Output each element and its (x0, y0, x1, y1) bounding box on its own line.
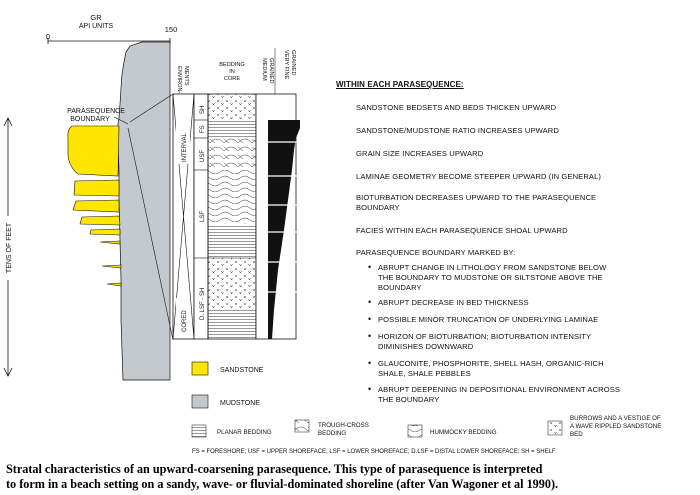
legend-burrows-swatch (547, 420, 563, 436)
env-dlsf: D. LSF - SH (200, 288, 206, 320)
legend-trough-label-1: TROUGH-CROSS (318, 422, 369, 429)
cored-label: CORED (182, 310, 188, 332)
feet-axis-label: TENS OF FEET (6, 222, 13, 273)
bullet-5: • (368, 358, 372, 368)
boundary-pointer (113, 116, 129, 125)
header-medium-1: MEDIUM (261, 58, 267, 81)
bullet-1-line3: BOUNDARY (378, 283, 422, 292)
bullet-2: • (368, 297, 372, 307)
header-bedding-1: BEDDING (219, 62, 245, 68)
bullet-4: • (368, 331, 372, 341)
bullet-3: • (368, 314, 372, 324)
bullet-4-line1: HORIZON OF BIOTURBATION; BIOTURBATION IN… (378, 332, 592, 341)
gr-label: GR (90, 13, 102, 22)
right-item-5-line2: BOUNDARY (356, 203, 400, 212)
bedding-column (207, 93, 257, 340)
legend-sandstone-swatch (191, 361, 209, 376)
right-item-6: FACIES WITHIN EACH PARASEQUENCE SHOAL UP… (356, 226, 568, 235)
legend-burrows-label-3: BED (570, 431, 583, 438)
header-environments-2: MENTS (183, 66, 189, 86)
bullet-6: • (368, 384, 372, 394)
right-item-3: GRAIN SIZE INCREASES UPWARD (356, 149, 484, 158)
caption-line-1: Stratal characteristics of an upward-coa… (6, 462, 543, 476)
legend-hummocky-label: HUMMOCKY BEDDING (430, 429, 497, 436)
legend-burrows-label-2: A WAVE RIPPLED SANDSTONE (570, 423, 661, 430)
right-item-7: PARASEQUENCE BOUNDARY MARKED BY: (356, 248, 516, 257)
header-veryfine-2: GRAINED (290, 50, 296, 76)
scale-max-label: 150 (165, 25, 178, 34)
bullet-6-line2: THE BOUNDARY (378, 395, 440, 404)
scale-min-label: 0 (46, 32, 50, 41)
legend-planar-swatch (191, 424, 207, 438)
figure-caption: Stratal characteristics of an upward-coa… (6, 462, 696, 492)
legend-trough-label-2: BEDDING (318, 430, 346, 437)
env-lsf: LSF (200, 211, 206, 222)
env-fs: FS (200, 125, 206, 133)
bullet-1: • (368, 262, 372, 272)
bullet-1-line1: ABRUPT CHANGE IN LITHOLOGY FROM SANDSTON… (378, 263, 607, 272)
legend-burrows-label-1: BURROWS AND A VESTIGE OF (570, 415, 661, 422)
legend-sandstone-label: SANDSTONE (220, 367, 264, 374)
gr-sandstone-spikes (67, 125, 122, 287)
right-item-4: LAMINAE GEOMETRY BECOME STEEPER UPWARD (… (356, 172, 602, 181)
legend-mudstone-label: MUDSTONE (220, 400, 260, 407)
legend-hummocky-swatch (407, 424, 423, 438)
bullet-5-line1: GLAUCONITE, PHOSPHORITE, SHELL HASH, ORG… (378, 359, 604, 368)
gr-mudstone-log (117, 41, 171, 381)
boundary-label-line1: PARASEQUENCE (67, 108, 125, 115)
bullet-1-line2: THE BOUNDARY TO MUDSTONE OR SILTSTONE AB… (378, 273, 603, 282)
abbreviations-note: FS = FORESHORE; USF = UPPER SHOREFACE; L… (192, 449, 556, 455)
header-bedding-2: IN (229, 69, 235, 75)
column-headers: ENVIRON- MENTS BEDDING IN CORE MEDIUM GR… (176, 48, 296, 94)
env-sh: SH (200, 106, 206, 114)
bullet-6-line1: ABRUPT DEEPENING IN DEPOSITIONAL ENVIRON… (378, 385, 621, 394)
legend-trough-swatch (294, 419, 310, 433)
legend-planar-label: PLANAR BEDDING (217, 429, 272, 436)
header-environments-1: ENVIRON- (176, 66, 182, 93)
env-usf: USF (200, 150, 206, 162)
header-veryfine-1: VERY FINE (283, 50, 289, 80)
api-units-label: API UNITS (79, 23, 114, 30)
legend-mudstone-swatch (191, 394, 209, 409)
caption-line-2: to form in a beach setting on a sandy, w… (6, 477, 559, 491)
interval-label: INTERVAL (182, 133, 188, 162)
bullet-3-line1: POSSIBLE MINOR TRUNCATION OF UNDERLYING … (378, 315, 599, 324)
bullet-4-line2: DIMINISHES DOWNWARD (378, 342, 474, 351)
header-medium-2: GRAINED (268, 58, 274, 84)
correlation-lines (127, 93, 174, 341)
bullet-5-line2: SHALE, SHALE PEBBLES (378, 369, 471, 378)
right-item-5-line1: BIOTURBATION DECREASES UPWARD TO THE PAR… (356, 193, 597, 202)
right-title: WITHIN EACH PARASEQUENCE: (336, 80, 464, 89)
right-item-2: SANDSTONE/MUDSTONE RATIO INCREASES UPWAR… (356, 126, 559, 135)
bullet-2-line1: ABRUPT DECREASE IN BED THICKNESS (378, 298, 529, 307)
boundary-label-line2: BOUNDARY (70, 116, 110, 123)
right-item-1: SANDSTONE BEDSETS AND BEDS THICKEN UPWAR… (356, 103, 557, 112)
header-bedding-3: CORE (224, 76, 240, 82)
grain-size-profile (268, 120, 300, 339)
